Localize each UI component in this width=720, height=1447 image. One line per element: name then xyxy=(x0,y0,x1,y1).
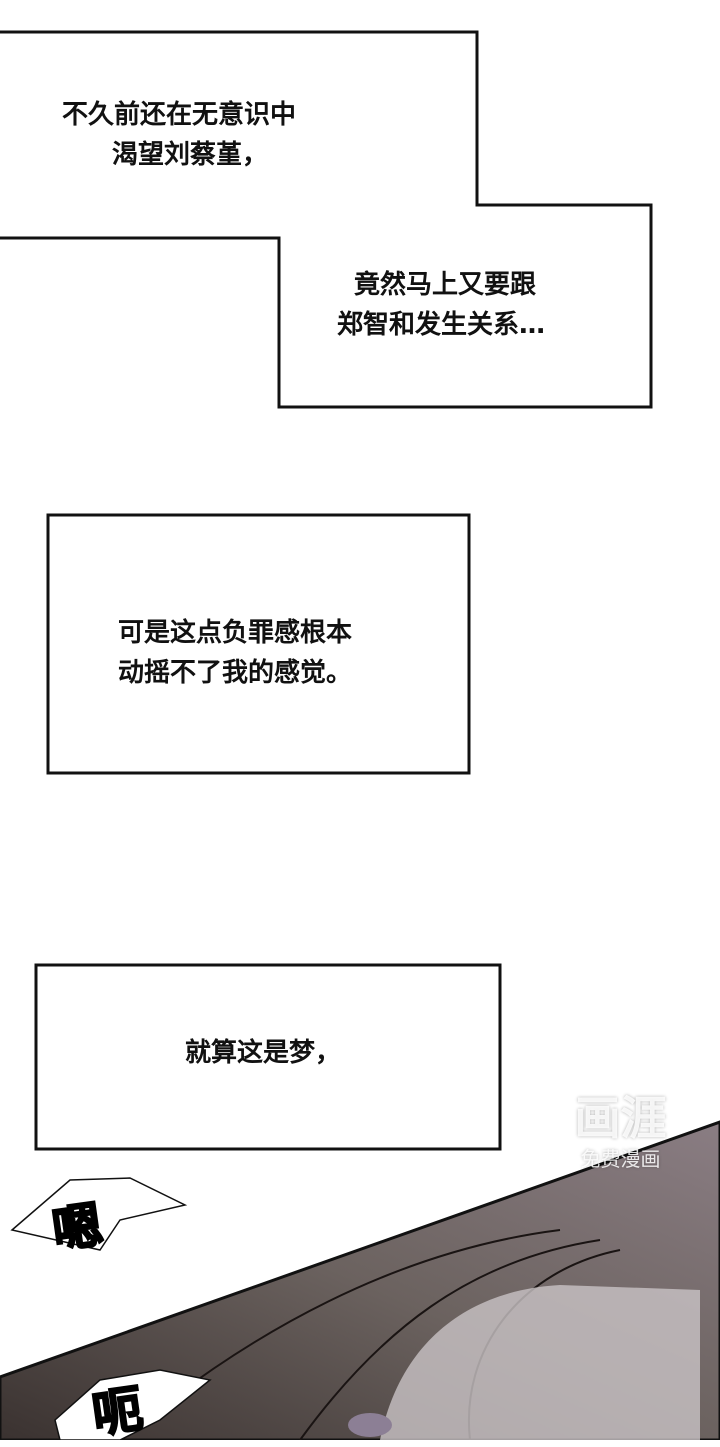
watermark-logo: 画涯 xyxy=(574,1091,667,1145)
face-skin xyxy=(380,1285,700,1440)
caption-4: 就算这是梦， xyxy=(185,1033,341,1073)
watermark: 画涯 免费漫画 xyxy=(558,1090,683,1172)
caption-line: 渴望刘蔡堇， xyxy=(112,140,269,170)
caption-line: 就算这是梦， xyxy=(185,1038,342,1068)
caption-box-1 xyxy=(0,30,653,409)
caption-2: 竟然马上又要跟 郑智和发生关系… xyxy=(337,265,545,345)
caption-1: 不久前还在无意识中 渴望刘蔡堇， xyxy=(62,95,296,175)
caption-line: 郑智和发生关系… xyxy=(337,310,546,340)
caption-3: 可是这点负罪感根本 动摇不了我的感觉。 xyxy=(118,613,352,693)
sfx-burst-1 xyxy=(10,1177,188,1251)
eye xyxy=(348,1413,392,1437)
sfx-moan-1: 嗯 xyxy=(48,1195,108,1261)
caption-box-4 xyxy=(34,963,502,1151)
caption-line: 不久前还在无意识中 xyxy=(62,100,297,130)
caption-line: 可是这点负罪感根本 xyxy=(118,618,353,648)
caption-line: 竟然马上又要跟 xyxy=(354,270,537,300)
caption-line: 动摇不了我的感觉。 xyxy=(118,658,353,688)
sfx-burst-2 xyxy=(54,1369,212,1440)
sfx-moan-2: 呃 xyxy=(88,1379,148,1445)
watermark-tagline: 免费漫画 xyxy=(580,1147,661,1171)
caption-box-3 xyxy=(46,513,471,775)
